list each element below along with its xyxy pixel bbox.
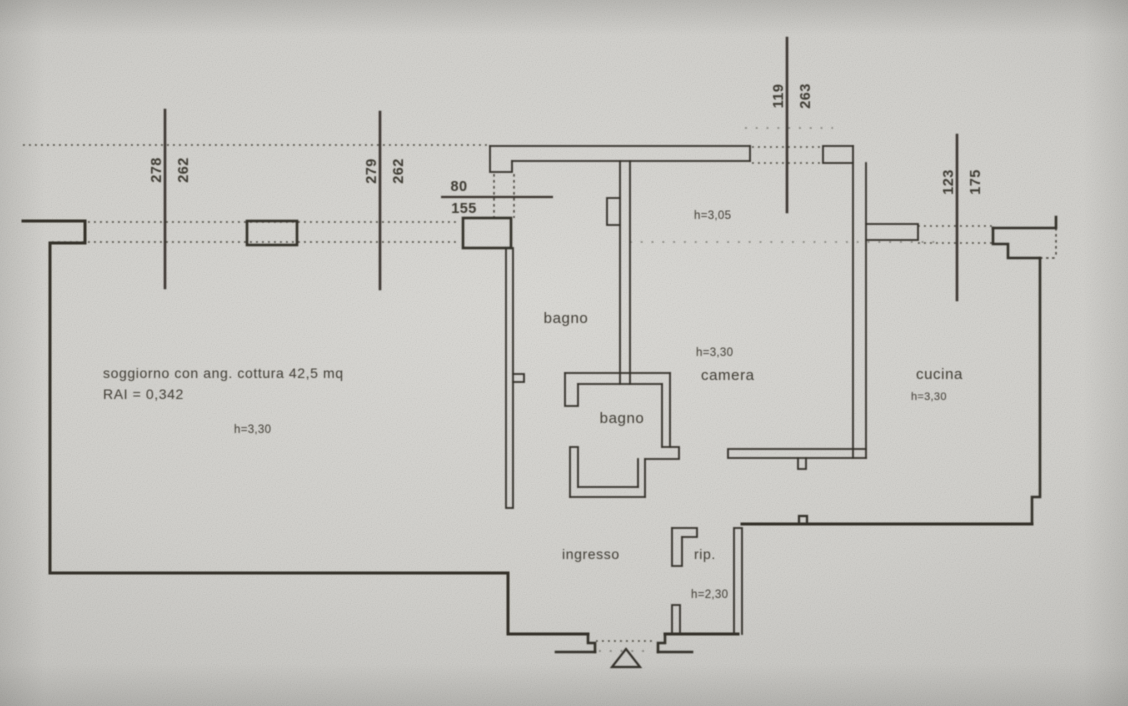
floor-plan-scan: soggiorno con ang. cottura 42,5 mq RAI =… bbox=[0, 0, 1128, 706]
floor-plan-drawing: soggiorno con ang. cottura 42,5 mq RAI =… bbox=[0, 0, 1128, 706]
paper-grain-texture bbox=[0, 0, 1128, 706]
